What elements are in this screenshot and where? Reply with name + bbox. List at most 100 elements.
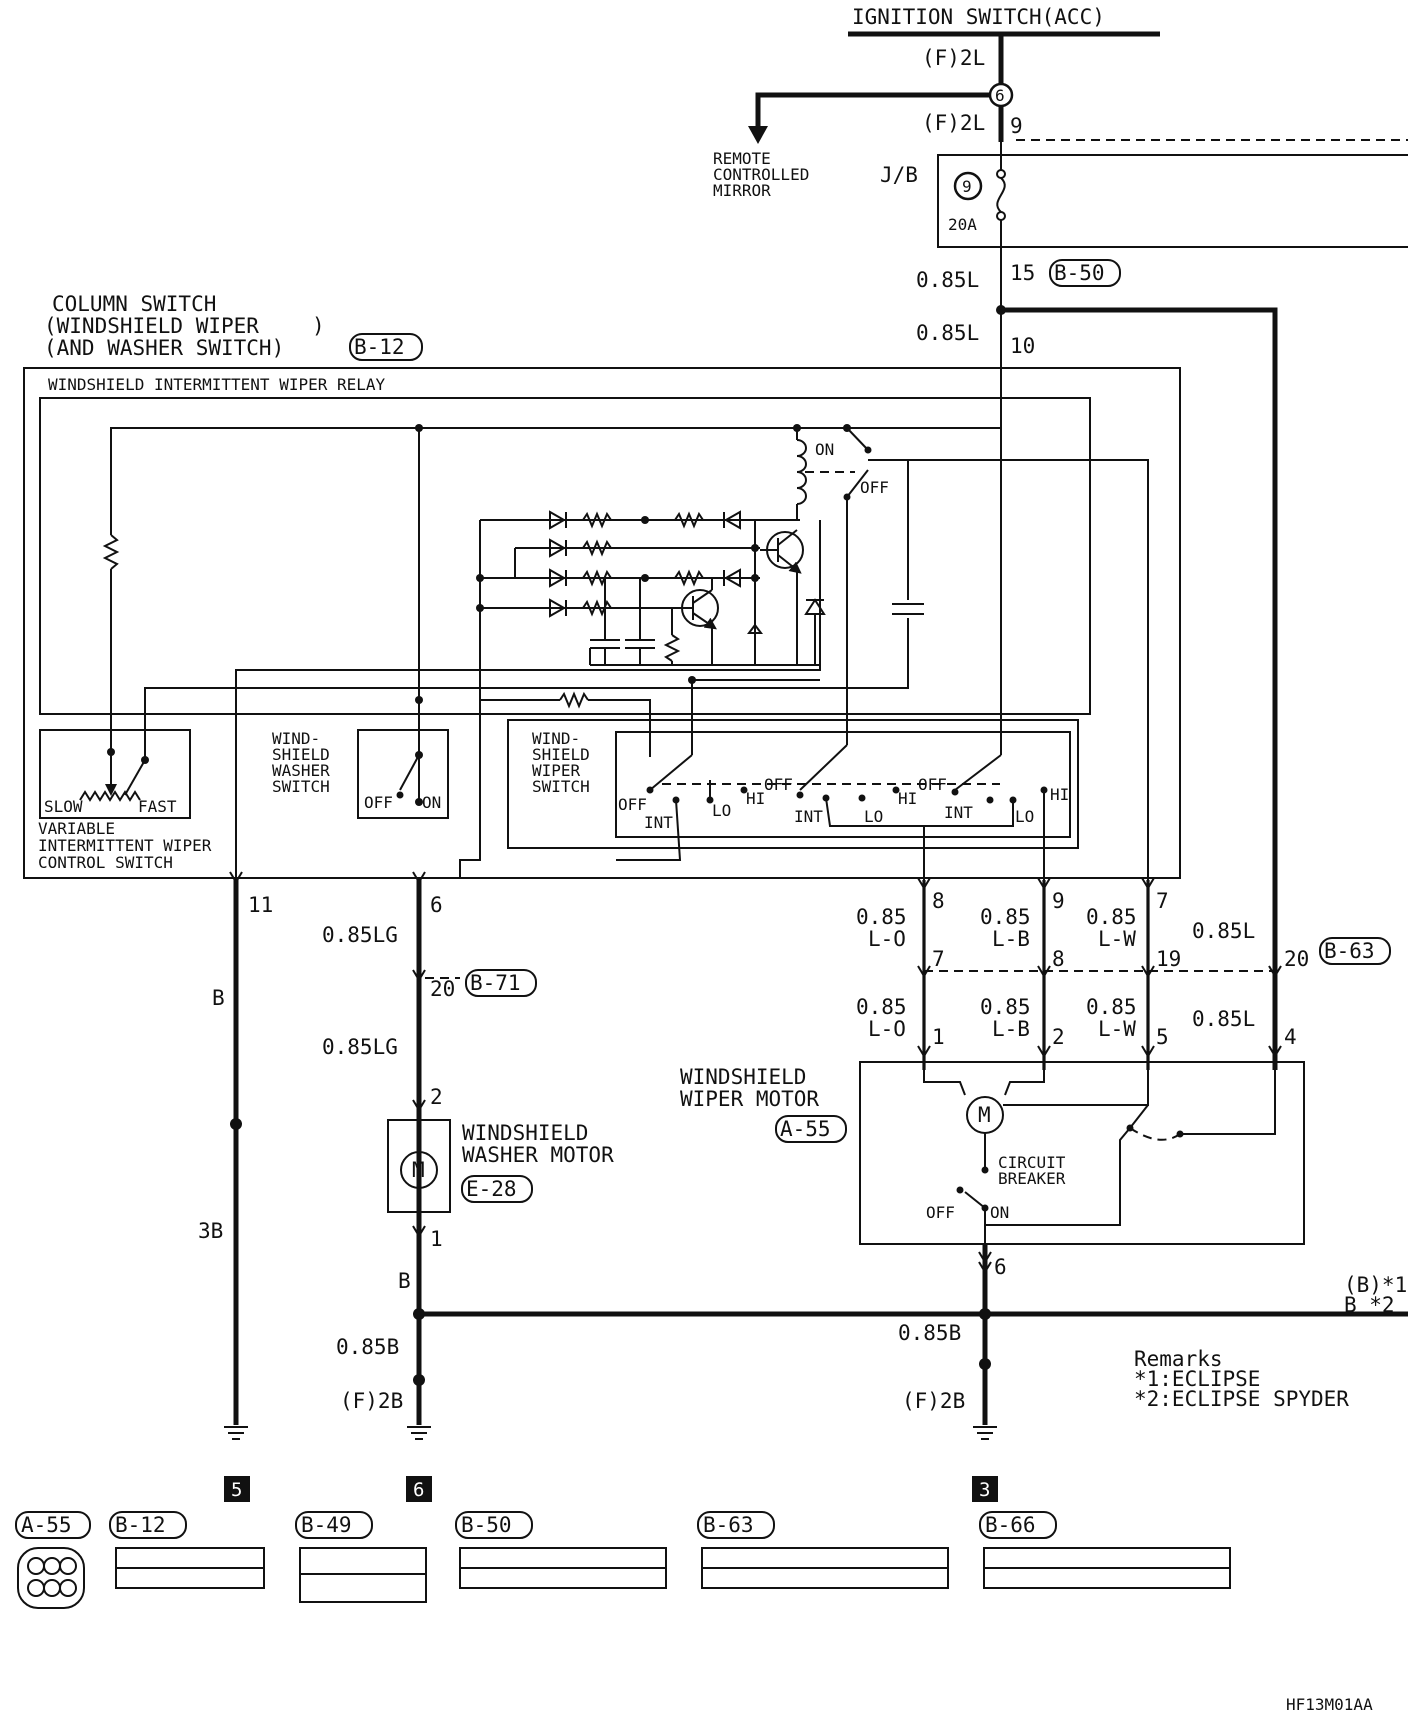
wiper-motor-m: M <box>978 1103 991 1127</box>
column-switch-title-2: (WINDSHIELD WIPER <box>44 314 259 338</box>
ignition-title: IGNITION SWITCH(ACC) <box>852 5 1105 29</box>
wiper-motor-connector: A-55 <box>780 1117 831 1141</box>
washer-switch-on: ON <box>422 793 441 812</box>
wiper-switch-hi-3: HI <box>1050 785 1069 804</box>
conn-face-b63-label: B-63 <box>703 1513 754 1537</box>
h-lo: L-O <box>868 1017 906 1041</box>
bus-label-2: B *2 <box>1344 1293 1395 1317</box>
ground-number-3-box <box>972 1476 998 1502</box>
wiper-switch-label-1: WIND- <box>532 729 580 748</box>
circuit-breaker-label-2: BREAKER <box>998 1169 1066 1188</box>
pin-9: 9 <box>1052 889 1065 913</box>
wiper-switch-hi-1: HI <box>746 789 765 808</box>
variable-resistor-icon <box>79 790 141 802</box>
ground-number-3: 3 <box>979 1479 990 1501</box>
variable-label-1: VARIABLE <box>38 819 115 838</box>
variable-intermittent-switch: SLOW FAST VARIABLE INTERMITTENT WIPER CO… <box>38 729 212 872</box>
column-switch: COLUMN SWITCH (WINDSHIELD WIPER ) (AND W… <box>23 292 1181 880</box>
variable-slow: SLOW <box>44 797 83 816</box>
column-switch-title-1: COLUMN SWITCH <box>52 292 216 316</box>
relay-on-label: ON <box>815 440 834 459</box>
wire-085lg-2: 0.85LG <box>322 1035 398 1059</box>
h-085-a: 0.85 <box>856 995 907 1019</box>
wiper-switch-off-1: OFF <box>618 795 647 814</box>
wiper-switch-off-2: OFF <box>764 775 793 794</box>
remarks-title: Remarks <box>1134 1347 1223 1371</box>
washer-switch-off: OFF <box>364 793 393 812</box>
left-ground-wire: 11 B 3B 5 <box>198 871 273 1502</box>
fuse-icon <box>996 177 1006 213</box>
wiper-switch-label-3: WIPER <box>532 761 581 780</box>
h-085-c: 0.85 <box>1086 995 1137 1019</box>
variable-label-2: INTERMITTENT WIPER <box>38 836 212 855</box>
wiper-switch-int-2: INT <box>794 807 823 826</box>
wiper-motor-label-2: WIPER MOTOR <box>680 1087 819 1111</box>
pin-2-washer: 2 <box>430 1085 443 1109</box>
pin-11: 11 <box>248 893 273 917</box>
wiper-switch-int-1: INT <box>644 813 673 832</box>
ignition-pin-9: 9 <box>1010 114 1023 138</box>
q-20: 20 <box>1284 947 1309 971</box>
wiper-switch-label-2: SHIELD <box>532 745 590 764</box>
m-5: 5 <box>1156 1025 1169 1049</box>
pin-7: 7 <box>1156 889 1169 913</box>
mirror-arrow-icon <box>748 126 768 144</box>
washer-switch-label-4: SWITCH <box>272 777 330 796</box>
mirror-label-1: REMOTE <box>713 149 771 168</box>
q-8: 8 <box>1052 947 1065 971</box>
relay-off-label: OFF <box>860 478 889 497</box>
connector-tag-b63 <box>1319 937 1391 965</box>
g-085-a: 0.85 <box>856 905 907 929</box>
conn-face-b50-label: B-50 <box>461 1513 512 1537</box>
ground-number-5-box <box>224 1476 250 1502</box>
wiper-switch-lo-2: LO <box>864 807 883 826</box>
wiper-switch-lo-1: LO <box>712 801 731 820</box>
wiper-motor-label-1: WINDSHIELD <box>680 1065 806 1089</box>
conn-face-b66-label: B-66 <box>985 1513 1036 1537</box>
conn-b63: B-63 <box>1324 939 1375 963</box>
washer-motor-label-1: WINDSHIELD <box>462 1121 588 1145</box>
wire-085b-washer: 0.85B <box>336 1335 399 1359</box>
remarks: Remarks *1:ECLIPSE *2:ECLIPSE SPYDER <box>1134 1347 1349 1411</box>
ignition-wire-top: (F)2L <box>922 46 985 70</box>
bus-label-1: (B)*1 <box>1344 1273 1407 1297</box>
m-1: 1 <box>932 1025 945 1049</box>
h-lw: L-W <box>1098 1017 1136 1041</box>
conn-b71: B-71 <box>470 971 521 995</box>
variable-switch-box <box>39 729 191 819</box>
conn-face-a55 <box>17 1547 85 1609</box>
pin-20-washer: 20 <box>430 977 455 1001</box>
feed-wire-b: 0.85L <box>916 321 979 345</box>
m-4: 4 <box>1284 1025 1297 1049</box>
g-085-b: 0.85 <box>980 905 1031 929</box>
washer-switch-label-3: WASHER <box>272 761 330 780</box>
relay-outline <box>39 397 1091 715</box>
motor-wire-085b: 0.85B <box>898 1321 961 1345</box>
column-switch-title-3: (AND WASHER SWITCH) <box>44 336 284 360</box>
conn-face-b12-label: B-12 <box>115 1513 166 1537</box>
connector-tag-b71 <box>465 969 537 997</box>
variable-label-3: CONTROL SWITCH <box>38 853 173 872</box>
wiper-motor-on: ON <box>990 1203 1009 1222</box>
wire-b-washer: B <box>398 1269 411 1293</box>
feed-wire-a: 0.85L <box>916 268 979 292</box>
remarks-1: *1:ECLIPSE <box>1134 1367 1260 1391</box>
ground-number-6-box <box>406 1476 432 1502</box>
g-085-c: 0.85 <box>1086 905 1137 929</box>
washer-switch: WIND- SHIELD WASHER SWITCH OFF ON <box>272 729 449 819</box>
washer-motor-m: M <box>412 1158 425 1182</box>
fuse-number: 9 <box>962 177 972 196</box>
fuse-amp: 20A <box>948 215 977 234</box>
washer-motor-circuit: 6 0.85LG 20 B-71 0.85LG 2 M WINDSHIELD W… <box>322 871 614 1502</box>
connector-tag-b50 <box>1049 259 1121 287</box>
pin-8: 8 <box>932 889 945 913</box>
column-switch-connector: B-12 <box>354 335 405 359</box>
washer-motor-connector: E-28 <box>466 1177 517 1201</box>
q-7: 7 <box>932 947 945 971</box>
connector-tag-a55 <box>775 1115 847 1143</box>
h-085l: 0.85L <box>1192 1007 1255 1031</box>
pin-6-washer: 6 <box>430 893 443 917</box>
washer-motor-label-2: WASHER MOTOR <box>462 1143 614 1167</box>
pin-1-washer: 1 <box>430 1227 443 1251</box>
jb-label: J/B <box>880 163 918 187</box>
